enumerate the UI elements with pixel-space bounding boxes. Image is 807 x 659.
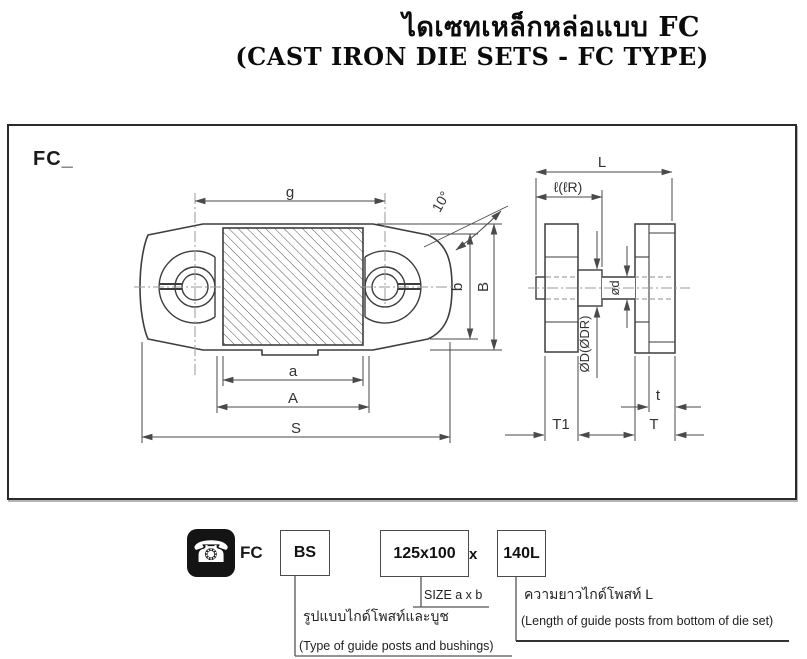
dim-label-angle: 10° (428, 188, 452, 214)
dim-label-T: T (649, 416, 658, 433)
type-note-english: (Type of guide posts and bushings) (299, 639, 494, 653)
length-note-thai: ความยาวไกด์โพสท์ L (524, 586, 654, 602)
length-code-box: 140L (497, 530, 546, 577)
ordering-leader-lines (294, 574, 789, 657)
dim-label-B: B (475, 282, 492, 292)
side-view-dimension-lines (505, 168, 704, 441)
dim-label-T1: T1 (552, 416, 570, 433)
order-prefix: FC (240, 543, 263, 562)
dim-label-t: t (656, 387, 661, 404)
phone-icon: ☎ (187, 529, 235, 577)
top-view-centerlines (134, 193, 456, 378)
dim-label-b: b (449, 283, 466, 291)
page-title-english: (CAST IRON DIE SETS - FC TYPE) (235, 42, 709, 71)
die-plate-hatch (222, 227, 364, 346)
dim-label-a: a (289, 363, 298, 380)
type-code-box: BS (280, 530, 330, 576)
draft-angle-arc (455, 210, 502, 251)
type-note-thai: รูปแบบไกด์โพสท์และบูช (303, 608, 449, 624)
separator-x: x (469, 546, 478, 563)
top-view-dimension-lines (141, 197, 509, 443)
telephone-glyph: ☎ (192, 535, 230, 570)
page-title-thai: ไดเซทเหล็กหล่อแบบ FC (402, 12, 700, 43)
dim-label-od-post: ød (607, 280, 622, 295)
dim-label-g: g (286, 184, 294, 201)
dim-label-S: S (291, 420, 301, 437)
dim-label-OD-bushing: ØD(ØDR) (577, 315, 592, 372)
dim-label-A: A (288, 390, 298, 407)
size-code-box: 125x100 (380, 530, 469, 577)
size-note: SIZE a x b (424, 588, 483, 602)
dim-label-L: L (598, 154, 606, 171)
dim-label-l-guide: ℓ(ℓR) (554, 179, 583, 195)
model-code-label: FC_ (33, 148, 74, 170)
length-note-english: (Length of guide posts from bottom of di… (521, 614, 774, 628)
